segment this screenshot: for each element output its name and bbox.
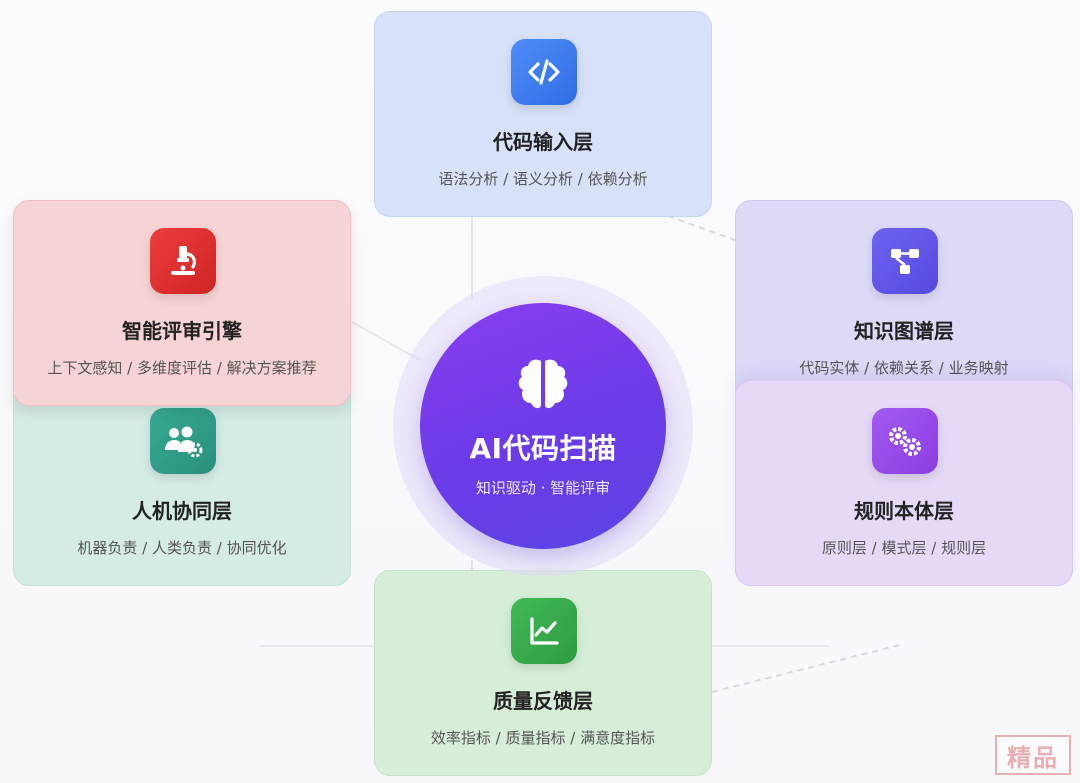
card-subtitle: 语法分析 / 语义分析 / 依赖分析: [438, 170, 648, 188]
card-quality-feedback-layer: 质量反馈层 效率指标 / 质量指标 / 满意度指标: [374, 570, 712, 776]
card-title: 人机协同层: [132, 499, 232, 523]
connector-line-dashed: [711, 644, 901, 693]
card-knowledge-graph-layer: 知识图谱层 代码实体 / 依赖关系 / 业务映射: [735, 200, 1073, 406]
card-title: 智能评审引擎: [122, 319, 242, 343]
card-human-machine-layer: 人机协同层 机器负责 / 人类负责 / 协同优化: [13, 380, 351, 586]
center-title: AI代码扫描: [469, 432, 617, 465]
card-code-input-layer: 代码输入层 语法分析 / 语义分析 / 依赖分析: [374, 11, 712, 217]
brain-icon: [518, 359, 568, 409]
card-subtitle: 机器负责 / 人类负责 / 协同优化: [77, 539, 287, 557]
card-title: 质量反馈层: [493, 689, 593, 713]
card-rule-ontology-layer: 规则本体层 原则层 / 模式层 / 规则层: [735, 380, 1073, 586]
card-title: 代码输入层: [493, 130, 593, 154]
card-subtitle: 上下文感知 / 多维度评估 / 解决方案推荐: [47, 359, 317, 377]
users-gear-icon: [150, 408, 216, 474]
code-icon: [511, 39, 577, 105]
watermark-stamp: 精品: [995, 735, 1071, 775]
gears-icon: [872, 408, 938, 474]
card-subtitle: 效率指标 / 质量指标 / 满意度指标: [430, 729, 656, 747]
card-title: 知识图谱层: [854, 319, 954, 343]
center-subtitle: 知识驱动 · 智能评审: [475, 479, 611, 497]
chart-line-icon: [511, 598, 577, 664]
center-hub: AI代码扫描 知识驱动 · 智能评审: [420, 303, 666, 549]
card-subtitle: 代码实体 / 依赖关系 / 业务映射: [799, 359, 1009, 377]
card-subtitle: 原则层 / 模式层 / 规则层: [821, 539, 987, 557]
card-title: 规则本体层: [854, 499, 954, 523]
graph-icon: [872, 228, 938, 294]
card-review-engine: 智能评审引擎 上下文感知 / 多维度评估 / 解决方案推荐: [13, 200, 351, 406]
connector-line-dashed: [667, 215, 736, 241]
microscope-icon: [150, 228, 216, 294]
connector-line: [351, 321, 421, 361]
